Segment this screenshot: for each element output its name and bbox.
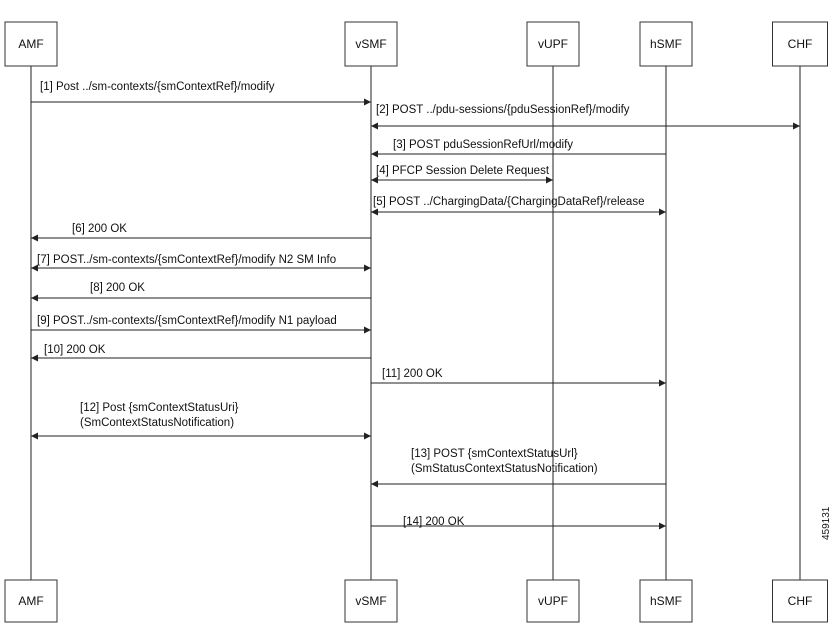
participant-label-chf-bottom: CHF [788, 594, 813, 608]
participant-label-chf-top: CHF [788, 37, 813, 51]
participant-box-hsmf-top [639, 21, 693, 67]
participant-boxes: AMF AMF vSMF vSMF vUPF vUPF hSMF hSMF CHF CHF [4, 21, 828, 623]
message-label-13-line-1: [13] POST {smContextStatusUrl} [411, 448, 578, 460]
message-label-9: [9] POST../sm-contexts/{smContextRef}/mo… [37, 315, 337, 327]
participant-box-chf-top [772, 21, 828, 67]
participant-label-vupf-top: vUPF [538, 37, 568, 51]
participant-label-hsmf-bottom: hSMF [650, 594, 682, 608]
message-label-4: [4] PFCP Session Delete Request [376, 165, 550, 177]
figure-id: 459131 [821, 506, 832, 540]
participant-box-vupf-bottom [526, 579, 580, 623]
message-label-12-line-2: (SmContextStatusNotification) [80, 417, 234, 429]
message-label-11: [11] 200 OK [382, 368, 443, 380]
participant-box-vsmf-bottom [344, 579, 398, 623]
message-label-5: [5] POST ../ChargingData/{ChargingDataRe… [373, 196, 644, 208]
message-label-7: [7] POST../sm-contexts/{smContextRef}/mo… [37, 254, 336, 266]
participant-box-vsmf-top [344, 21, 398, 67]
participant-box-hsmf-bottom [639, 579, 693, 623]
participant-label-vsmf-bottom: vSMF [355, 594, 386, 608]
message-label-6: [6] 200 OK [72, 223, 127, 235]
message-label-12-line-1: [12] Post {smContextStatusUri} [80, 402, 239, 414]
message-label-14: [14] 200 OK [403, 516, 465, 528]
participant-box-amf-top [4, 21, 58, 67]
participant-label-vsmf-top: vSMF [355, 37, 386, 51]
participant-box-chf-bottom [772, 579, 828, 623]
participant-label-amf-top: AMF [18, 37, 43, 51]
participant-label-vupf-bottom: vUPF [538, 594, 568, 608]
message-label-10: [10] 200 OK [44, 344, 106, 356]
message-label-13-line-2: (SmStatusContextStatusNotification) [411, 463, 598, 475]
message-label-2: [2] POST ../pdu-sessions/{pduSessionRef}… [376, 104, 630, 116]
participant-box-amf-bottom [4, 579, 58, 623]
messages: [1] Post ../sm-contexts/{smContextRef}/m… [31, 81, 800, 530]
message-label-3: [3] POST pduSessionRefUrl/modify [393, 139, 573, 151]
message-label-1: [1] Post ../sm-contexts/{smContextRef}/m… [40, 81, 275, 93]
participant-box-vupf-top [526, 21, 580, 67]
participant-label-amf-bottom: AMF [18, 594, 43, 608]
message-label-8: [8] 200 OK [90, 282, 145, 294]
participant-label-hsmf-top: hSMF [650, 37, 682, 51]
